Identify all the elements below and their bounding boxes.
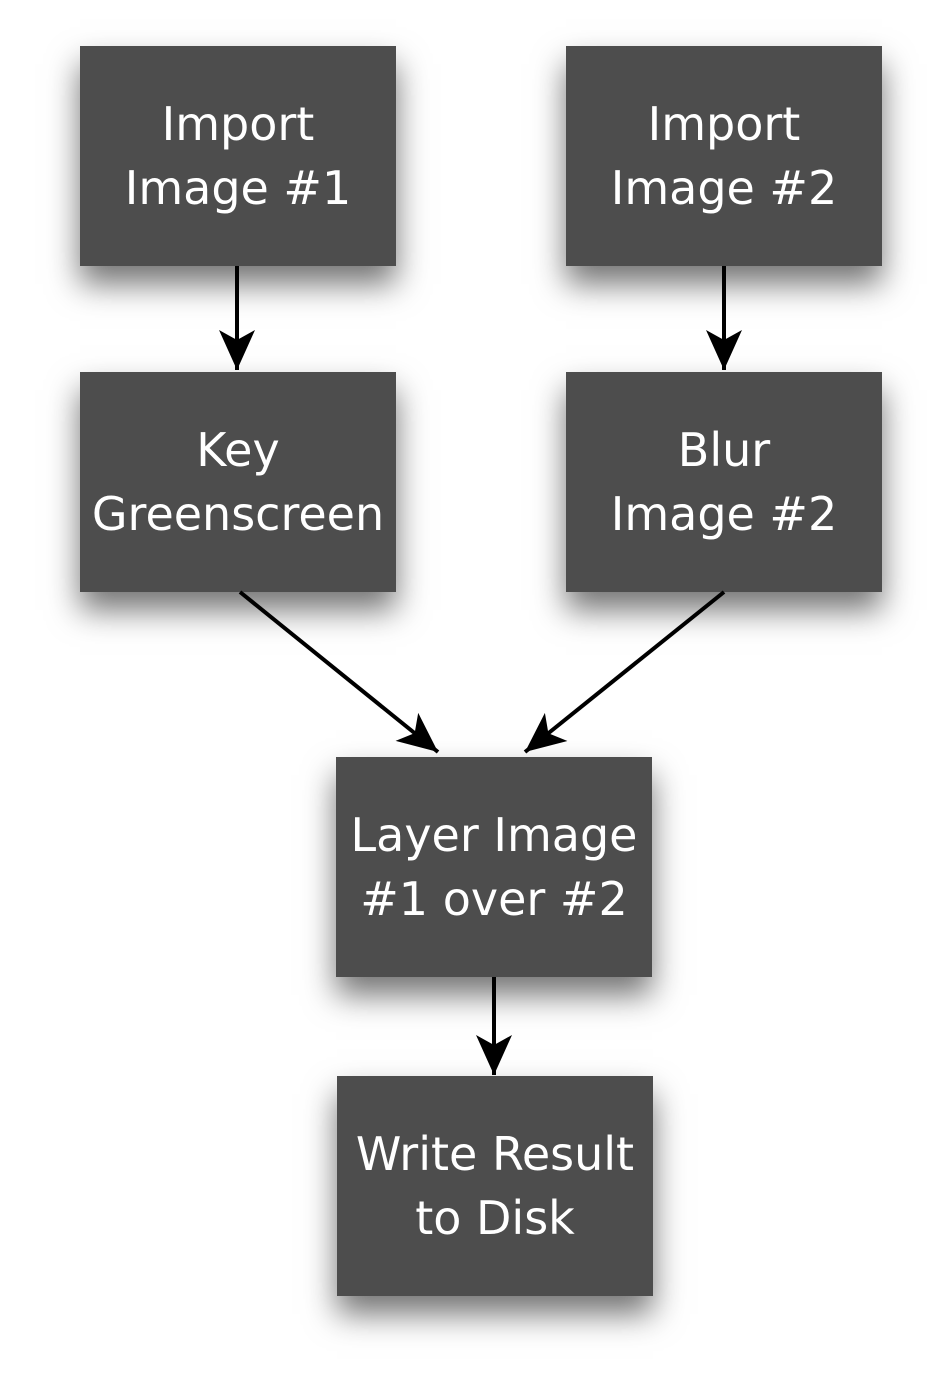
- node-label: Blur: [677, 423, 771, 477]
- node-label: #1 over #2: [360, 872, 628, 926]
- node-label: Write Result: [355, 1127, 635, 1181]
- node-label: Import: [161, 97, 315, 151]
- node-import-image-1: Import Image #1: [80, 46, 396, 266]
- node-label: to Disk: [415, 1191, 575, 1245]
- node-label: Layer Image: [350, 808, 638, 862]
- arrow-key-to-layer: [238, 590, 440, 754]
- node-label: Image #2: [610, 487, 838, 541]
- node-import-image-2: Import Image #2: [566, 46, 882, 266]
- node-label: Image #1: [124, 161, 352, 215]
- node-label: Image #2: [610, 161, 838, 215]
- node-label: Import: [647, 97, 801, 151]
- node-blur-image-2: Blur Image #2: [566, 372, 882, 592]
- node-key-greenscreen: Key Greenscreen: [80, 372, 396, 592]
- node-label: Key: [196, 423, 280, 477]
- node-label: Greenscreen: [91, 487, 385, 541]
- node-layer-image: Layer Image #1 over #2: [336, 757, 652, 977]
- node-write-result: Write Result to Disk: [337, 1076, 653, 1296]
- arrow-blur-to-layer: [523, 590, 726, 754]
